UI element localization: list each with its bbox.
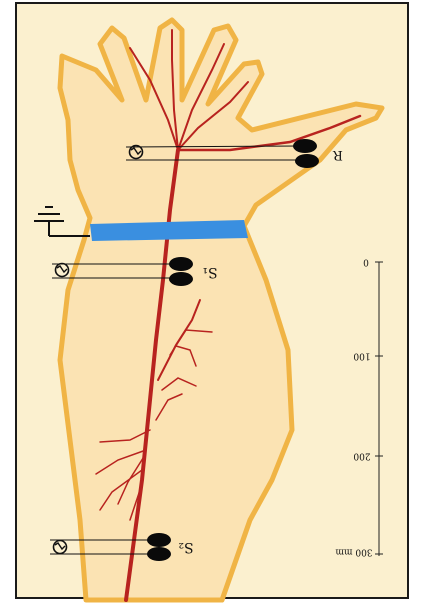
distance-scale bbox=[375, 262, 383, 556]
scale-tick-200: 200 bbox=[353, 451, 370, 461]
electrode-s2-1 bbox=[147, 533, 171, 547]
scale-tick-0: 0 bbox=[363, 257, 369, 267]
ground-symbol-icon bbox=[34, 207, 90, 236]
electrode-r-1 bbox=[293, 139, 317, 153]
arm-silhouette bbox=[60, 20, 382, 600]
electrode-s2-2 bbox=[147, 547, 171, 561]
label-stim2: S₂ bbox=[178, 539, 193, 555]
label-recording: R bbox=[332, 147, 343, 162]
electrode-r-2 bbox=[295, 154, 319, 168]
electrode-s1-2 bbox=[169, 272, 193, 286]
electrode-s1-1 bbox=[169, 257, 193, 271]
scale-tick-300: 300 mm bbox=[335, 547, 373, 557]
label-stim1: S₁ bbox=[202, 264, 217, 280]
scale-tick-100: 100 bbox=[353, 351, 370, 361]
